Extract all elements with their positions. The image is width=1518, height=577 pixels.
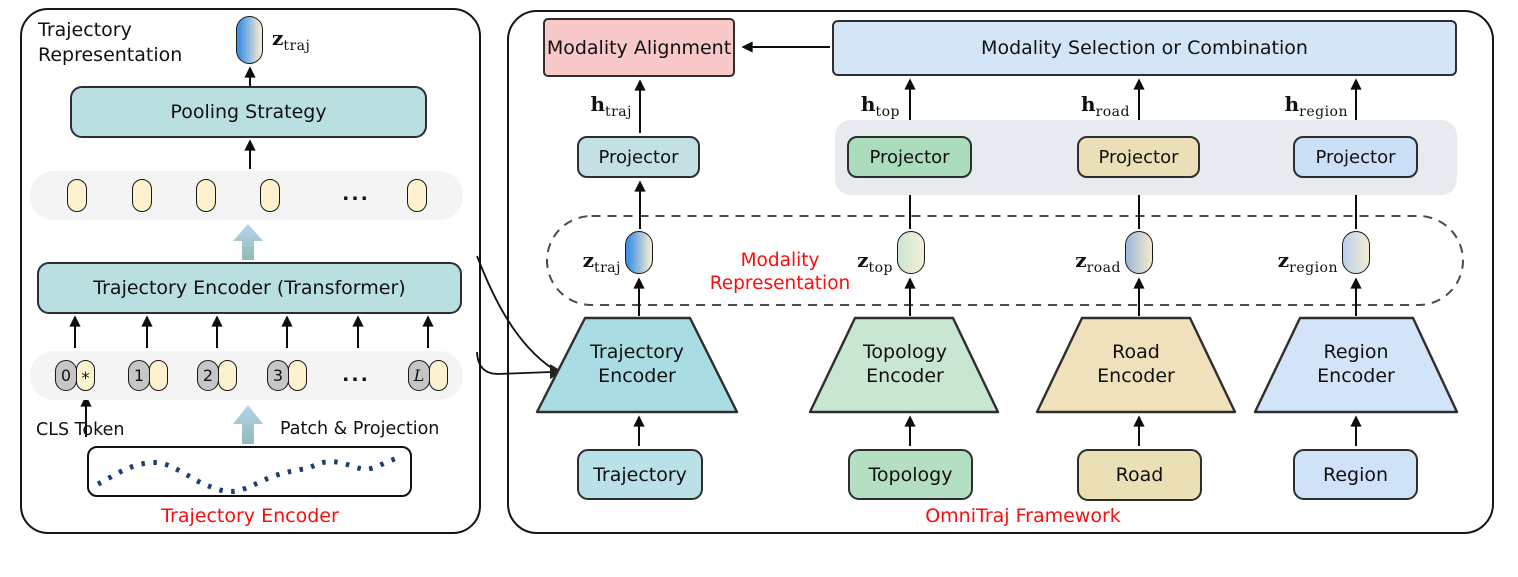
patch-token-1 (149, 360, 168, 391)
position-token-3: 3 (267, 360, 289, 391)
region-input-box: Region (1293, 449, 1418, 500)
road-encoder-label: Road Encoder (1097, 341, 1175, 387)
position-token-1: 1 (128, 360, 150, 391)
topology-encoder-label: Topology Encoder (863, 341, 947, 387)
z-traj-capsule (625, 231, 653, 274)
input-token-ellipsis: ... (342, 364, 370, 386)
right-panel-caption: OmniTraj Framework (925, 505, 1121, 527)
patch-projection-label: Patch & Projection (280, 419, 440, 439)
patch-token-3 (288, 360, 307, 391)
topology-input-box: Topology (848, 449, 973, 500)
z-road-label: zroad (1075, 248, 1121, 276)
token-row-output (30, 171, 463, 220)
output-token (196, 179, 216, 212)
output-token (67, 179, 87, 212)
z-road-capsule (1125, 231, 1153, 274)
raw-trajectory-box (87, 446, 412, 497)
token-row-input (30, 351, 463, 400)
z-top-label: ztop (857, 248, 893, 276)
left-panel-caption: Trajectory Encoder (161, 505, 339, 527)
projector-traj-box: Projector (577, 136, 700, 178)
trajectory-input-box: Trajectory (577, 449, 703, 500)
z-traj-label: ztraj (582, 248, 621, 276)
position-token-2: 2 (197, 360, 219, 391)
output-token-ellipsis: ... (342, 183, 370, 205)
modality-selection-box: Modality Selection or Combination (832, 20, 1457, 76)
output-token (260, 179, 280, 212)
z-region-capsule (1342, 231, 1370, 274)
position-token-L: L (408, 360, 430, 391)
h-road-label: hroad (1081, 92, 1130, 120)
region-encoder-label: Region Encoder (1317, 341, 1395, 387)
output-token (132, 179, 152, 212)
z-traj-output-capsule (236, 16, 263, 64)
z-top-capsule (897, 231, 925, 274)
output-token (407, 179, 427, 212)
pooling-strategy-box: Pooling Strategy (70, 86, 427, 138)
cls-token-label: CLS Token (36, 420, 125, 440)
modality-alignment-box: Modality Alignment (543, 18, 735, 77)
position-token-0: 0 (55, 360, 77, 391)
patch-token-2 (218, 360, 237, 391)
projector-top-box: Projector (847, 136, 972, 178)
projector-region-box: Projector (1293, 136, 1418, 178)
road-input-box: Road (1077, 449, 1202, 501)
h-top-label: htop (860, 92, 900, 120)
patch-token-L (429, 360, 448, 391)
trajectory-transformer-box: Trajectory Encoder (Transformer) (37, 262, 462, 314)
h-traj-label: htraj (590, 92, 632, 120)
z-traj-output-label: ztraj (272, 26, 311, 54)
cls-star-token: * (76, 360, 95, 391)
z-region-label: zregion (1277, 248, 1338, 276)
h-region-label: hregion (1284, 92, 1348, 120)
trajectory-encoder-label: Trajectory Encoder (590, 341, 684, 387)
trajectory-representation-title: Trajectory Representation (38, 19, 183, 66)
projector-road-box: Projector (1077, 136, 1200, 178)
